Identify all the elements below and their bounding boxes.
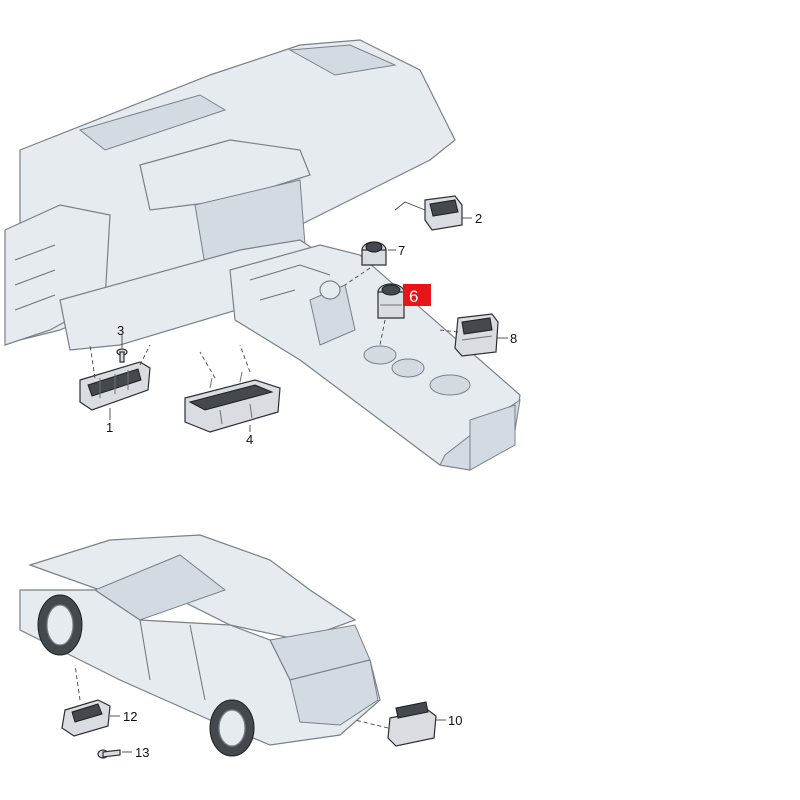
part-8 xyxy=(439,313,508,357)
callout-3: 3 xyxy=(117,323,124,338)
callout-4: 4 xyxy=(246,432,253,447)
part-4 xyxy=(184,344,281,433)
part-1 xyxy=(79,344,151,420)
callout-6-highlight-box xyxy=(403,284,431,306)
part-7 xyxy=(344,241,396,286)
callout-1: 1 xyxy=(106,420,113,435)
part-13 xyxy=(97,749,132,759)
callout-labels: 2 7 6 8 3 1 4 12 13 10 xyxy=(106,211,517,760)
part-3 xyxy=(116,335,128,363)
callout-8: 8 xyxy=(510,331,517,346)
callout-13: 13 xyxy=(135,745,149,760)
car-illustration xyxy=(19,534,381,757)
part-10 xyxy=(354,701,446,747)
part-12 xyxy=(61,664,120,737)
part-2 xyxy=(394,195,472,231)
callout-6: 6 xyxy=(409,287,418,306)
callout-12: 12 xyxy=(123,709,137,724)
dashboard-illustration xyxy=(4,39,521,471)
callout-7: 7 xyxy=(398,243,405,258)
callout-2: 2 xyxy=(475,211,482,226)
callout-10: 10 xyxy=(448,713,462,728)
